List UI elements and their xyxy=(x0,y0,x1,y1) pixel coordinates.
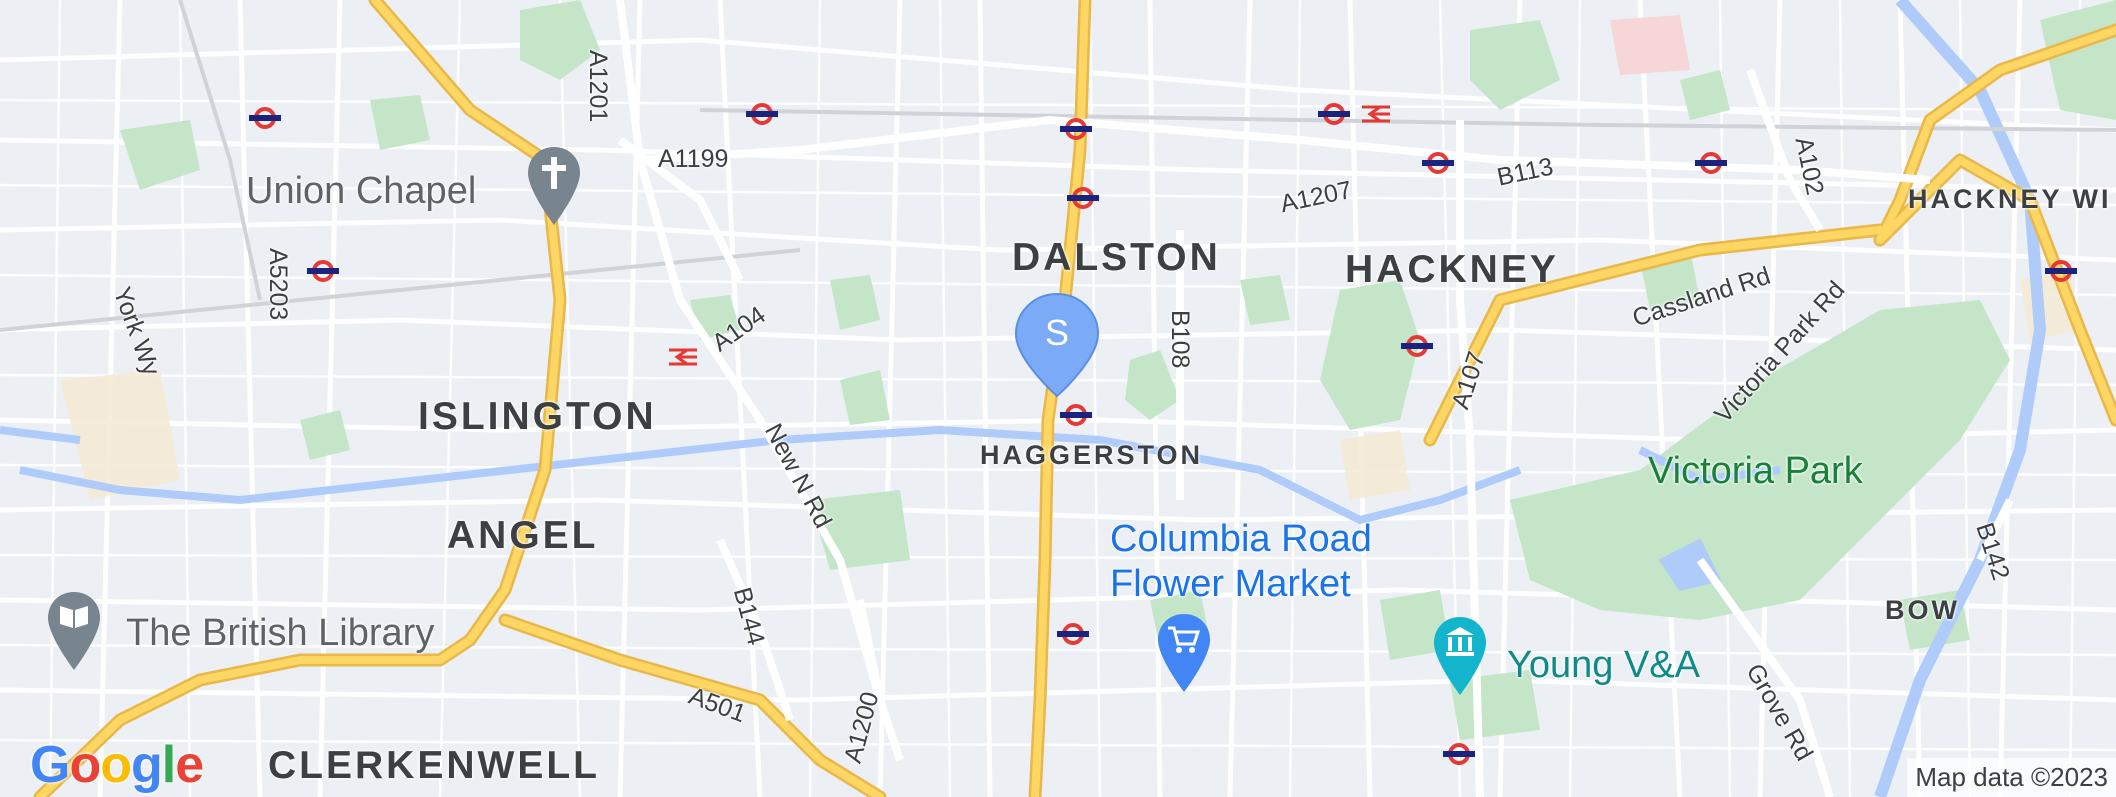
poi-label-columbia-road-line1[interactable]: Columbia Road xyxy=(1110,518,1372,560)
google-logo-letter: o xyxy=(100,736,132,794)
tube-station-icon[interactable] xyxy=(1066,187,1100,209)
road-label-a5203: A5203 xyxy=(264,248,292,321)
google-logo-letter: G xyxy=(30,736,70,794)
tube-station-icon[interactable] xyxy=(1056,623,1090,645)
shopping-cart-pin-icon[interactable] xyxy=(1156,612,1212,694)
poi-label-union-chapel[interactable]: Union Chapel xyxy=(246,170,477,212)
district-label-dalston: DALSTON xyxy=(1012,236,1221,279)
district-label-angel: ANGEL xyxy=(447,514,599,557)
location-marker[interactable]: S xyxy=(1012,290,1102,400)
marker-letter: S xyxy=(1044,312,1069,353)
google-logo-letter: g xyxy=(130,736,163,794)
park-label-victoria-park: Victoria Park xyxy=(1648,450,1863,492)
place-of-worship-pin-icon[interactable] xyxy=(526,145,582,227)
road-label-a1201: A1201 xyxy=(584,50,612,123)
map-attribution[interactable]: Map data ©2023 xyxy=(1907,758,2116,797)
tube-station-icon[interactable] xyxy=(1059,404,1093,426)
national-rail-icon[interactable] xyxy=(1358,103,1392,125)
district-label-islington: ISLINGTON xyxy=(418,395,657,438)
google-logo-letter: o xyxy=(69,736,101,794)
tube-station-icon[interactable] xyxy=(1694,152,1728,174)
tube-station-icon[interactable] xyxy=(1059,118,1093,140)
tube-station-icon[interactable] xyxy=(1400,335,1434,357)
tube-station-icon[interactable] xyxy=(1317,103,1351,125)
museum-pin-icon[interactable] xyxy=(1432,615,1488,697)
district-label-bow: BOW xyxy=(1885,595,1960,625)
district-label-hackney-wick: HACKNEY WI xyxy=(1908,184,2112,214)
tube-station-icon[interactable] xyxy=(1421,152,1455,174)
poi-label-british-library[interactable]: The British Library xyxy=(126,612,435,654)
library-pin-icon[interactable] xyxy=(46,590,102,672)
google-logo-letter: e xyxy=(175,736,204,794)
tube-station-icon[interactable] xyxy=(248,107,282,129)
google-logo[interactable]: Google xyxy=(30,735,204,795)
district-label-clerkenwell: CLERKENWELL xyxy=(268,744,600,787)
tube-station-icon[interactable] xyxy=(745,103,779,125)
district-label-hackney: HACKNEY xyxy=(1345,248,1559,291)
google-logo-letter: l xyxy=(161,736,176,794)
road-label-b108: B108 xyxy=(1166,310,1194,369)
marker-pin-icon xyxy=(1014,292,1100,398)
tube-station-icon[interactable] xyxy=(306,260,340,282)
poi-label-columbia-road-line2[interactable]: Flower Market xyxy=(1110,563,1351,605)
tube-station-icon[interactable] xyxy=(2044,260,2078,282)
tube-station-icon[interactable] xyxy=(1442,743,1476,765)
poi-label-young-va[interactable]: Young V&A xyxy=(1507,644,1700,686)
road-label-a1199: A1199 xyxy=(658,145,729,173)
national-rail-icon[interactable] xyxy=(665,346,699,368)
district-label-haggerston: HAGGERSTON xyxy=(980,440,1204,470)
